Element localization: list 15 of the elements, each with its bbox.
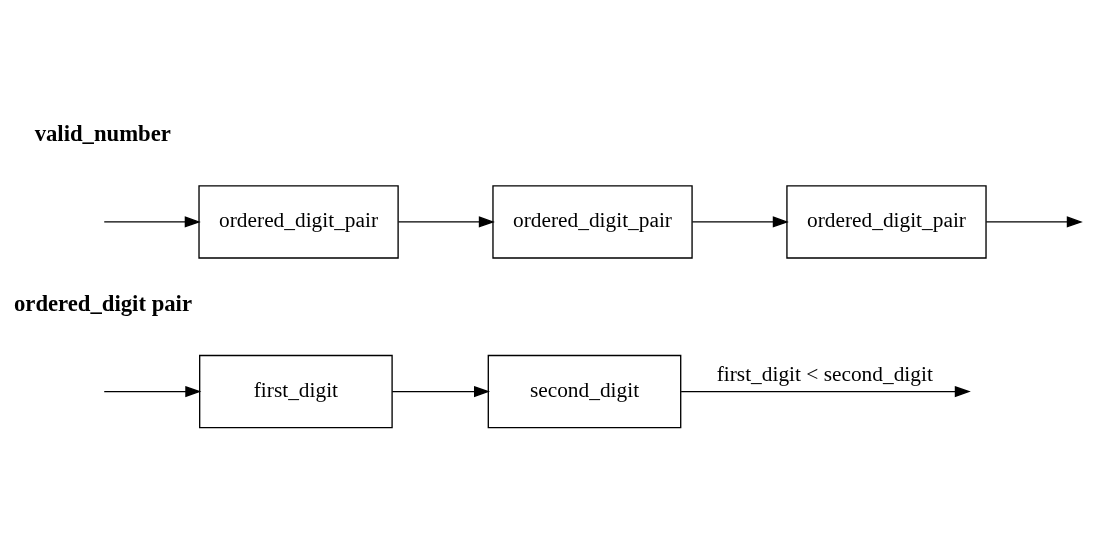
arrow xyxy=(103,215,201,227)
node-box: first_digit xyxy=(199,354,393,428)
arrow xyxy=(680,385,971,397)
node-box: ordered_digit_pair xyxy=(492,184,693,259)
edge-label: first_digit < second_digit xyxy=(716,361,933,386)
node-box: ordered_digit_pair xyxy=(786,184,987,259)
node-box: second_digit xyxy=(487,354,682,428)
arrow xyxy=(103,385,202,397)
label: valid_number xyxy=(34,120,171,146)
arrow xyxy=(391,385,491,397)
label: ordered_digit pair xyxy=(13,290,193,316)
arrow xyxy=(691,215,789,227)
arrow xyxy=(985,215,1083,227)
arrow xyxy=(397,215,495,227)
node-box: ordered_digit_pair xyxy=(198,184,399,259)
